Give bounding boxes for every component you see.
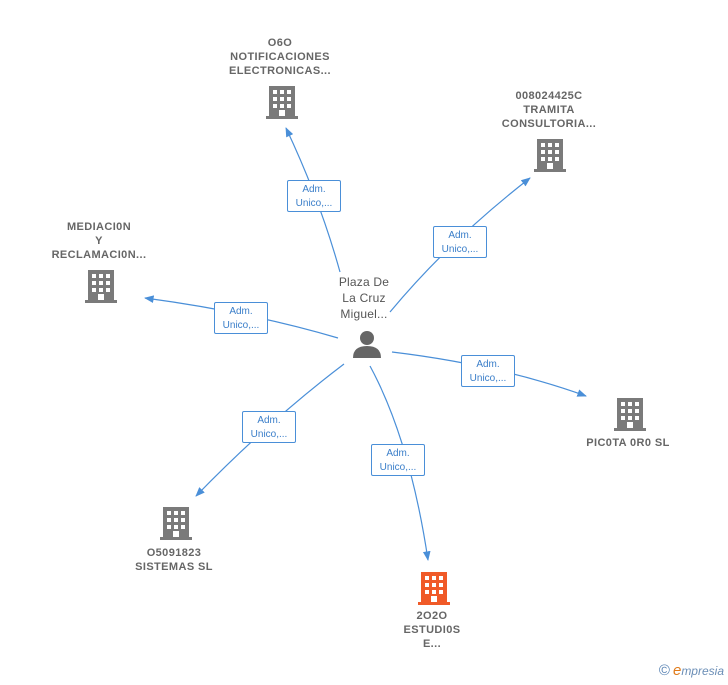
copyright-symbol: © xyxy=(658,662,670,679)
company-label-mediacion[interactable]: MEDIACI0N Y RECLAMACI0N... xyxy=(51,221,147,261)
company-label-sistemas[interactable]: O5091823 SISTEMAS SL xyxy=(135,547,213,573)
building-icon[interactable] xyxy=(266,84,298,120)
company-label-estudios[interactable]: 2O2O ESTUDI0S E... xyxy=(403,610,461,650)
building-icon[interactable] xyxy=(85,268,117,304)
brand-name: mpresia xyxy=(681,664,724,678)
building-icon-highlighted[interactable] xyxy=(418,570,450,606)
role-box[interactable]: Adm.Unico,... xyxy=(287,180,341,212)
role-box[interactable]: Adm.Unico,... xyxy=(433,226,487,258)
empresia-watermark: ©empresia xyxy=(659,662,724,679)
company-label-tramita[interactable]: 008024425C TRAMITA CONSULTORIA... xyxy=(501,90,597,130)
company-label-picota[interactable]: PIC0TA 0R0 SL xyxy=(586,437,670,449)
building-icon[interactable] xyxy=(534,137,566,173)
brand-initial: e xyxy=(672,662,682,679)
role-box[interactable]: Adm.Unico,... xyxy=(214,302,268,334)
building-icon[interactable] xyxy=(614,396,646,432)
role-box[interactable]: Adm.Unico,... xyxy=(371,444,425,476)
building-icon[interactable] xyxy=(160,505,192,541)
person-icon[interactable] xyxy=(351,328,383,360)
company-label-notificaciones[interactable]: O6O NOTIFICACIONES ELECTRONICAS... xyxy=(229,37,331,77)
role-box[interactable]: Adm.Unico,... xyxy=(461,355,515,387)
person-label[interactable]: Plaza De La Cruz Miguel... xyxy=(338,275,390,321)
role-box[interactable]: Adm.Unico,... xyxy=(242,411,296,443)
